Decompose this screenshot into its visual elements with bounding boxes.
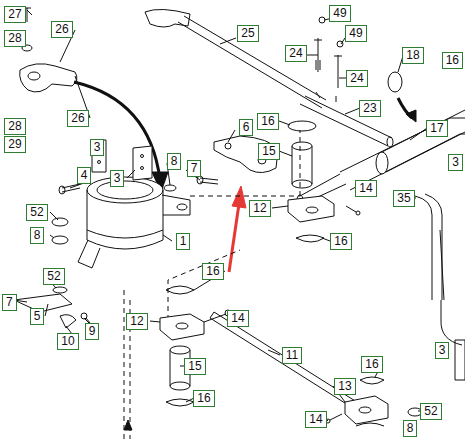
callout-number: 3 <box>452 155 459 169</box>
callout-box: 12 <box>126 313 147 330</box>
callout-number: 10 <box>61 334 74 348</box>
callout-box: 15 <box>184 358 205 375</box>
callout-box: 7 <box>187 160 202 177</box>
callout-number: 8 <box>34 228 41 242</box>
callout-number: 35 <box>397 191 410 205</box>
callout-box: 8 <box>403 420 418 437</box>
callout-box: 49 <box>345 25 366 42</box>
callout-box: 16 <box>330 233 351 250</box>
callout-number: 23 <box>363 101 376 115</box>
callout-number: 28 <box>8 31 21 45</box>
callout-number: 3 <box>114 171 121 185</box>
callout-number: 24 <box>289 46 302 60</box>
callout-number: 15 <box>262 144 275 158</box>
callout-number: 6 <box>243 120 250 134</box>
callout-box: 17 <box>426 120 447 137</box>
callout-box: 52 <box>420 403 441 420</box>
callout-number: 16 <box>365 357 378 371</box>
callout-box: 8 <box>30 227 45 244</box>
callout-number: 49 <box>349 26 362 40</box>
callout-number: 13 <box>338 379 351 393</box>
callout-number: 28 <box>8 119 21 133</box>
callout-number: 7 <box>6 295 13 309</box>
callout-number: 16 <box>334 234 347 248</box>
callout-number: 27 <box>8 7 21 21</box>
callout-box: 9 <box>85 323 100 340</box>
callout-box: 16 <box>193 390 214 407</box>
callout-box: 10 <box>57 333 78 350</box>
callout-box: 15 <box>258 143 279 160</box>
callout-box: 11 <box>282 347 302 364</box>
callout-number: 5 <box>34 309 41 323</box>
callout-box: 26 <box>67 110 88 127</box>
callout-number: 52 <box>30 205 43 219</box>
callout-box: 7 <box>2 294 17 311</box>
callout-number: 16 <box>261 114 274 128</box>
callout-box: 3 <box>90 139 105 156</box>
callout-number: 16 <box>206 264 219 278</box>
callout-box: 3 <box>435 342 450 359</box>
callout-number: 9 <box>89 324 96 338</box>
callout-box: 49 <box>329 5 350 22</box>
callout-box: 29 <box>4 136 25 153</box>
callout-box: 52 <box>43 268 64 285</box>
callout-number: 16 <box>197 391 210 405</box>
callout-box: 5 <box>30 308 45 325</box>
callout-box: 1 <box>176 233 191 250</box>
callout-box: 24 <box>285 45 306 62</box>
callout-number: 14 <box>231 311 244 325</box>
callout-box: 24 <box>346 70 367 87</box>
callout-box: 4 <box>77 167 92 184</box>
callout-box: 18 <box>402 47 423 64</box>
callout-box: 16 <box>361 356 382 373</box>
callout-box: 16 <box>442 52 463 69</box>
callout-number: 26 <box>71 111 84 125</box>
callout-number: 8 <box>171 154 178 168</box>
callout-number: 52 <box>47 269 60 283</box>
callout-number: 7 <box>191 161 198 175</box>
callout-box: 3 <box>448 154 463 171</box>
callout-box: 23 <box>359 100 380 117</box>
callout-box: 25 <box>237 25 258 42</box>
callout-box: 16 <box>202 263 223 280</box>
callout-number: 29 <box>8 137 21 151</box>
callout-box: 8 <box>167 153 182 170</box>
callout-number: 24 <box>350 71 363 85</box>
callout-number: 8 <box>407 421 414 435</box>
callout-number: 1 <box>180 234 187 248</box>
callout-box: 28 <box>4 118 25 135</box>
callout-number: 3 <box>94 140 101 154</box>
callout-box: 26 <box>51 21 72 38</box>
callout-number: 12 <box>130 314 143 328</box>
callout-number: 26 <box>55 22 68 36</box>
callout-box: 6 <box>239 119 254 136</box>
callout-box: 52 <box>26 204 47 221</box>
callout-box: 27 <box>4 6 25 23</box>
callout-box: 16 <box>257 113 278 130</box>
callout-box: 14 <box>305 411 326 428</box>
callout-box: 12 <box>249 200 270 217</box>
callout-number: 3 <box>439 343 446 357</box>
callout-number: 14 <box>309 412 322 426</box>
callout-box: 28 <box>4 30 25 47</box>
callout-box: 14 <box>355 180 376 197</box>
callout-number: 15 <box>188 359 201 373</box>
callout-number: 4 <box>81 168 88 182</box>
callout-number: 17 <box>430 121 443 135</box>
callout-number: 52 <box>424 404 437 418</box>
callout-number: 49 <box>333 6 346 20</box>
callout-box: 14 <box>227 310 248 327</box>
callout-number: 11 <box>286 348 298 362</box>
callout-number: 16 <box>446 53 459 67</box>
callout-number: 18 <box>406 48 419 62</box>
callout-box: 3 <box>110 170 125 187</box>
callout-number: 12 <box>253 201 266 215</box>
callout-number: 14 <box>359 181 372 195</box>
callout-number: 25 <box>241 26 254 40</box>
callout-box: 13 <box>334 378 355 395</box>
callout-box: 35 <box>393 190 414 207</box>
